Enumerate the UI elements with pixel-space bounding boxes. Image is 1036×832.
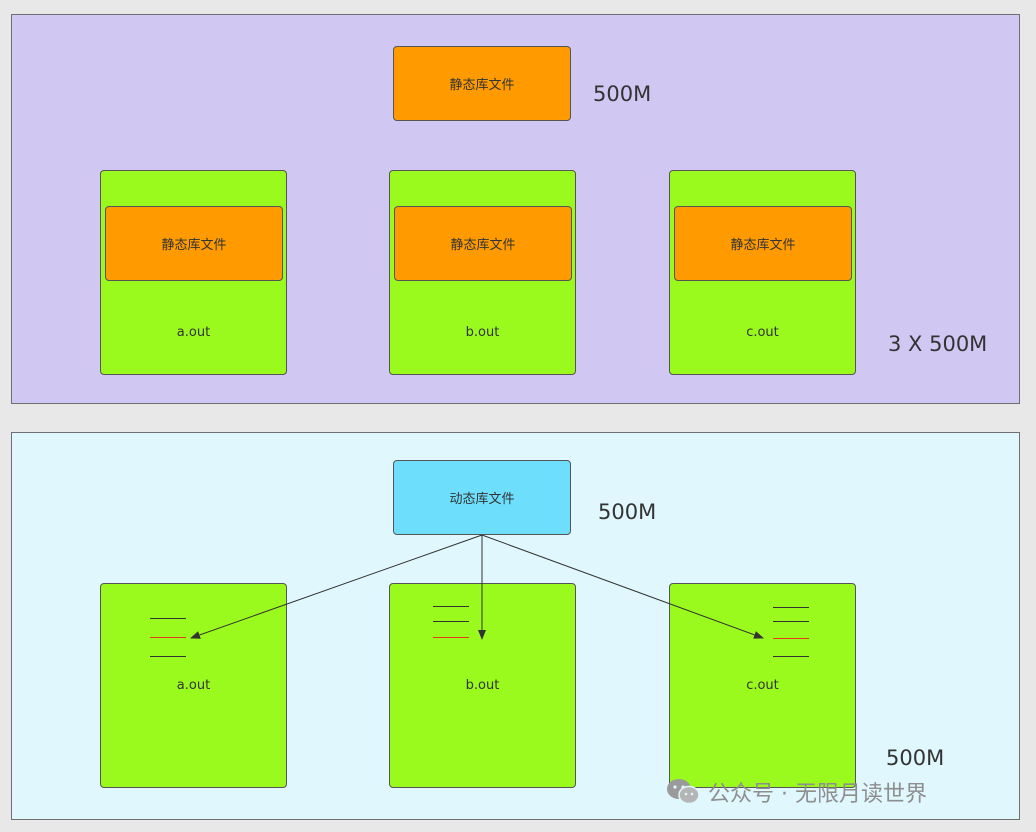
- linked-symbol-line: [773, 638, 809, 639]
- static-library-label: 静态库文件: [449, 78, 515, 93]
- program-name: c.out: [746, 325, 779, 340]
- symbol-line: [773, 656, 809, 657]
- dynamic-total-size: 500M: [886, 746, 945, 770]
- embedded-library-box: 静态库文件: [105, 206, 283, 281]
- watermark: 公众号 · 无限月读世界: [666, 776, 927, 808]
- static-program-c: 静态库文件 c.out: [669, 170, 856, 375]
- symbol-line: [773, 621, 809, 622]
- program-name: a.out: [176, 325, 211, 340]
- linked-symbol-line: [433, 637, 469, 638]
- embedded-library-label: 静态库文件: [450, 238, 516, 253]
- symbol-line: [150, 618, 186, 619]
- program-name: a.out: [176, 678, 211, 693]
- dynamic-program-a: a.out: [100, 583, 287, 788]
- program-name: b.out: [465, 678, 500, 693]
- symbol-line: [773, 607, 809, 608]
- embedded-library-label: 静态库文件: [730, 238, 796, 253]
- linked-symbol-line: [150, 637, 186, 638]
- watermark-text: 公众号 · 无限月读世界: [708, 782, 927, 807]
- static-program-b: 静态库文件 b.out: [389, 170, 576, 375]
- symbol-line: [433, 621, 469, 622]
- dynamic-library-label: 动态库文件: [449, 492, 515, 507]
- embedded-library-box: 静态库文件: [394, 206, 572, 281]
- dynamic-library-box: 动态库文件: [393, 460, 571, 535]
- static-library-box: 静态库文件: [393, 46, 571, 121]
- static-total-size: 3 X 500M: [888, 332, 988, 356]
- dynamic-program-c: c.out: [669, 583, 856, 788]
- symbol-line: [433, 606, 469, 607]
- embedded-library-label: 静态库文件: [161, 238, 227, 253]
- program-name: c.out: [746, 678, 779, 693]
- dynamic-program-b: b.out: [389, 583, 576, 788]
- wechat-icon: [667, 779, 700, 805]
- symbol-line: [150, 656, 186, 657]
- static-library-size: 500M: [593, 82, 652, 106]
- dynamic-library-size: 500M: [598, 500, 657, 524]
- program-name: b.out: [465, 325, 500, 340]
- embedded-library-box: 静态库文件: [674, 206, 852, 281]
- static-program-a: 静态库文件 a.out: [100, 170, 287, 375]
